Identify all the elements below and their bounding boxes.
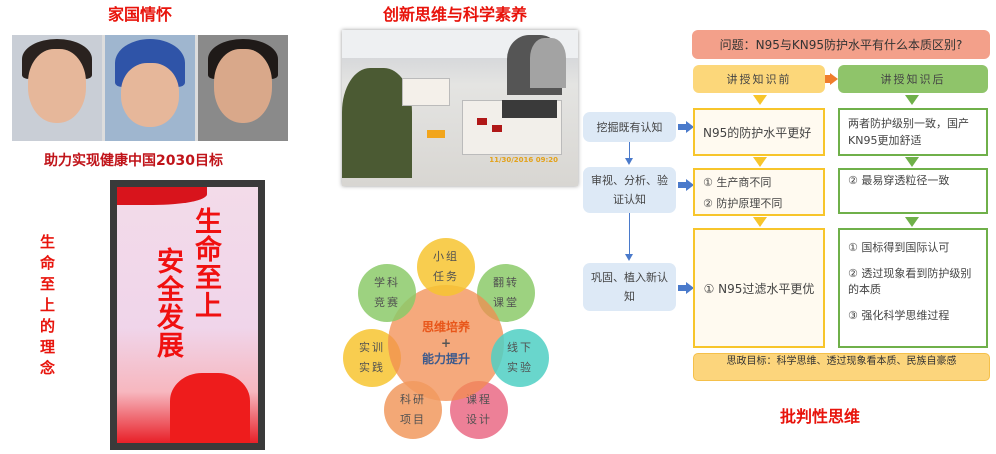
down-arrow-icon bbox=[625, 254, 633, 261]
after-row-3-item: ① 国标得到国际认可 bbox=[848, 241, 950, 254]
petal-circle: 翻转课堂 bbox=[477, 264, 535, 322]
before-row-2-item: ① 生产商不同 bbox=[703, 176, 772, 189]
poster-worker-silhouette bbox=[170, 373, 250, 443]
step-2: 审视、分析、验证认知 bbox=[583, 167, 676, 213]
down-arrow-icon bbox=[625, 158, 633, 165]
photo-timestamp: 11/30/2016 09:20 bbox=[489, 156, 558, 164]
petal-text: 实验 bbox=[507, 361, 533, 374]
face-photo-1 bbox=[12, 35, 102, 141]
step-1: 挖掘既有认知 bbox=[583, 112, 676, 142]
after-row-2: ② 最易穿透粒径一致 bbox=[838, 168, 988, 214]
petal-circle: 小组任务 bbox=[417, 238, 475, 296]
petal-text: 小组 bbox=[433, 250, 459, 263]
life-first-label: 生命至上的理念 bbox=[40, 233, 56, 377]
middle-panel-title: 创新思维与科学素养 bbox=[383, 5, 528, 24]
petal-text: 课堂 bbox=[493, 296, 519, 309]
petal-text: 线下 bbox=[507, 341, 533, 354]
before-header: 讲授知识前 bbox=[693, 65, 825, 93]
before-after-arrow bbox=[825, 75, 831, 83]
petal-circle: 学科竞赛 bbox=[358, 264, 416, 322]
down-arrow-icon bbox=[753, 157, 767, 167]
before-row-2-item: ② 防护原理不同 bbox=[703, 197, 783, 210]
down-arrow-icon bbox=[905, 157, 919, 167]
petal-text: 项目 bbox=[400, 413, 426, 426]
left-panel-title: 家国情怀 bbox=[108, 5, 173, 24]
after-row-3: ① 国标得到国际认可 ② 透过现象看到防护级别的本质 ③ 强化科学思维过程 bbox=[838, 228, 988, 348]
after-row-3-item: ③ 强化科学思维过程 bbox=[848, 309, 950, 322]
before-row-1: N95的防护水平更好 bbox=[693, 108, 825, 156]
center-top-text: 思维培养 bbox=[421, 320, 470, 334]
right-arrow-icon bbox=[686, 282, 694, 294]
ability-diagram: 思维培养 + 能力提升 小组任务翻转课堂线下实验课程设计科研项目实训实践学科竞赛 bbox=[340, 230, 560, 450]
petal-text: 翻转 bbox=[493, 276, 519, 289]
petal-circle: 线下实验 bbox=[491, 329, 549, 387]
petal-text: 课程 bbox=[466, 393, 492, 406]
right-arrow-icon bbox=[686, 179, 694, 191]
goal-box: 思政目标：科学思维、透过现象看本质、民族自豪感 bbox=[693, 353, 990, 381]
down-arrow-icon bbox=[905, 95, 919, 105]
center-plus: + bbox=[440, 336, 452, 350]
petal-text: 任务 bbox=[433, 270, 459, 283]
poster-ribbon bbox=[117, 187, 207, 205]
face-photo-3 bbox=[198, 35, 288, 141]
before-row-3: ① N95过滤水平更优 bbox=[693, 228, 825, 348]
step-3: 巩固、植入新认知 bbox=[583, 263, 676, 311]
center-bottom-text: 能力提升 bbox=[421, 352, 470, 366]
petal-text: 实践 bbox=[359, 361, 385, 374]
after-header: 讲授知识后 bbox=[838, 65, 988, 93]
down-arrow-icon bbox=[753, 95, 767, 105]
right-arrow-icon bbox=[686, 121, 694, 133]
petal-text: 学科 bbox=[374, 276, 400, 289]
petal-circle: 科研项目 bbox=[384, 381, 442, 439]
petal-text: 设计 bbox=[466, 413, 492, 426]
poster-line1: 生命至上 bbox=[190, 207, 221, 319]
question-box: 问题：N95与KN95防护水平有什么本质区别? bbox=[692, 30, 990, 59]
petal-text: 实训 bbox=[359, 341, 385, 354]
down-arrow-icon bbox=[753, 217, 767, 227]
petal-text: 科研 bbox=[400, 393, 426, 406]
health-china-caption: 助力实现健康中国2030目标 bbox=[44, 153, 223, 169]
face-photo-2 bbox=[105, 35, 195, 141]
after-row-3-item: ② 透过现象看到防护级别的本质 bbox=[848, 267, 972, 296]
after-row-1: 两者防护级别一致，国产KN95更加舒适 bbox=[838, 108, 988, 156]
poster-line2: 安全发展 bbox=[152, 247, 183, 359]
petal-text: 竞赛 bbox=[374, 296, 400, 309]
lab-class-photo: 11/30/2016 09:20 bbox=[342, 30, 578, 186]
healthcare-workers-photo bbox=[12, 35, 288, 141]
before-row-2: ① 生产商不同 ② 防护原理不同 bbox=[693, 168, 825, 216]
down-arrow-icon bbox=[905, 217, 919, 227]
critical-thinking-caption: 批判性思维 bbox=[780, 407, 861, 426]
safety-poster: 生命至上 安全发展 bbox=[110, 180, 265, 450]
